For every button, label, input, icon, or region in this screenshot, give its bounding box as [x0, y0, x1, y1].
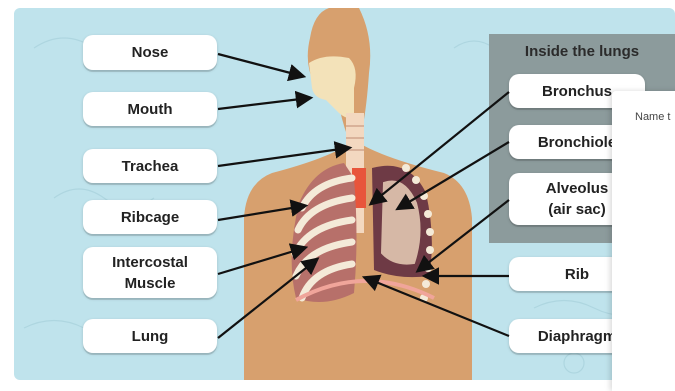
label-nose[interactable]: Nose — [83, 35, 217, 70]
nasal-cavity-shape — [309, 56, 356, 118]
label-trachea[interactable]: Trachea — [83, 149, 217, 183]
inside-lungs-title: Inside the lungs — [489, 43, 675, 60]
popup-text: Name t — [635, 111, 670, 123]
label-lung[interactable]: Lung — [83, 319, 217, 353]
diagram-canvas: Inside the lungs Nose Mouth Trachea Ribc… — [14, 8, 675, 380]
side-popup-panel[interactable]: Name t — [612, 91, 675, 391]
label-mouth[interactable]: Mouth — [83, 92, 217, 126]
label-ribcage[interactable]: Ribcage — [83, 200, 217, 234]
label-intercostal-muscle[interactable]: Intercostal Muscle — [83, 247, 217, 298]
